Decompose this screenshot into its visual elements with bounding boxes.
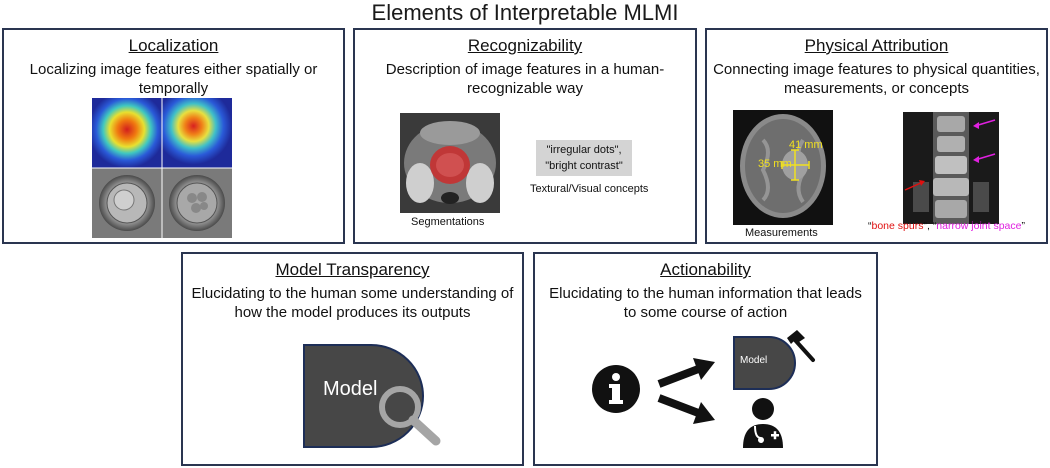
info-icon [592,365,640,413]
hammer-icon [787,330,815,362]
physical-attribution-title: Physical Attribution [804,36,949,55]
physical-attribution-panel: Physical Attribution Connecting image fe… [705,28,1048,244]
diagram-title: Elements of Interpretable MLMI [371,0,679,25]
model-label-small: Model [740,355,768,366]
actionability-description: Elucidating to the human information tha… [549,285,862,321]
magnifying-glass-icon [379,386,441,446]
localization-panel: Localization Localizing image features e… [2,28,345,244]
localization-description: Localizing image features either spatial… [29,61,318,97]
actionability-title: Actionability [660,260,751,279]
xray-concept-caption: “bone spurs”, “narrow joint space” [868,220,1025,232]
recognizability-title: Recognizability [467,36,583,55]
model-transparency-panel: Model Transparency Elucidating to the hu… [181,252,524,466]
concept-bone-spurs: bone spurs [871,220,924,232]
recognizability-description: Description of image features in a human… [385,61,665,97]
actionability-panel: Actionability Elucidating to the human i… [533,252,878,466]
model-transparency-description: Elucidating to the human some understand… [191,285,514,321]
knee-xray-image [903,112,999,224]
textural-visual-concepts-caption: Textural/Visual concepts [530,183,649,195]
arrow-up-icon [657,358,715,388]
measurement-label-41mm: 41 mm [789,139,823,151]
model-shape-small [733,336,796,390]
concept-narrow-joint-space: narrow joint space [936,220,1022,232]
segmentation-image [400,113,500,213]
measurement-label-35mm: 35 mm [758,158,792,170]
arrow-down-icon [657,394,715,424]
physical-attribution-description: Connecting image features to physical qu… [713,61,1040,97]
measurements-caption: Measurements [745,227,818,239]
concept-line-1: "irregular dots", [546,144,622,156]
recognizability-panel: Recognizability Description of image fea… [353,28,697,244]
concept-box: "irregular dots", "bright contrast" [536,140,632,176]
segmentations-caption: Segmentations [411,216,485,228]
model-transparency-title: Model Transparency [275,260,430,279]
brain-mri-measurement-image [733,110,833,225]
model-label: Model [323,378,378,400]
concept-line-2: "bright contrast" [545,160,623,172]
localization-title: Localization [128,36,219,55]
doctor-icon [743,398,783,448]
localization-heatmap-figure [92,98,232,238]
